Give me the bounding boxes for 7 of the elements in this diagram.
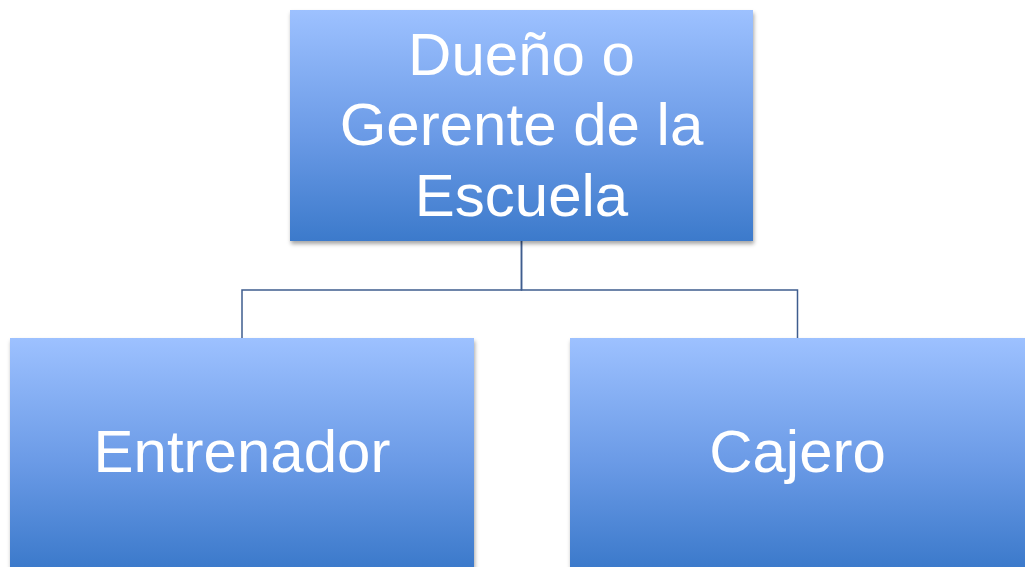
connector-line (520, 240, 799, 339)
role-box (290, 10, 753, 241)
role-box (570, 338, 1025, 567)
role-title: Entrenador (93, 417, 391, 488)
role-title: Cajero (709, 417, 886, 488)
role-box (10, 338, 474, 567)
role-title: Dueño o Gerente de la Escuela (338, 20, 705, 231)
